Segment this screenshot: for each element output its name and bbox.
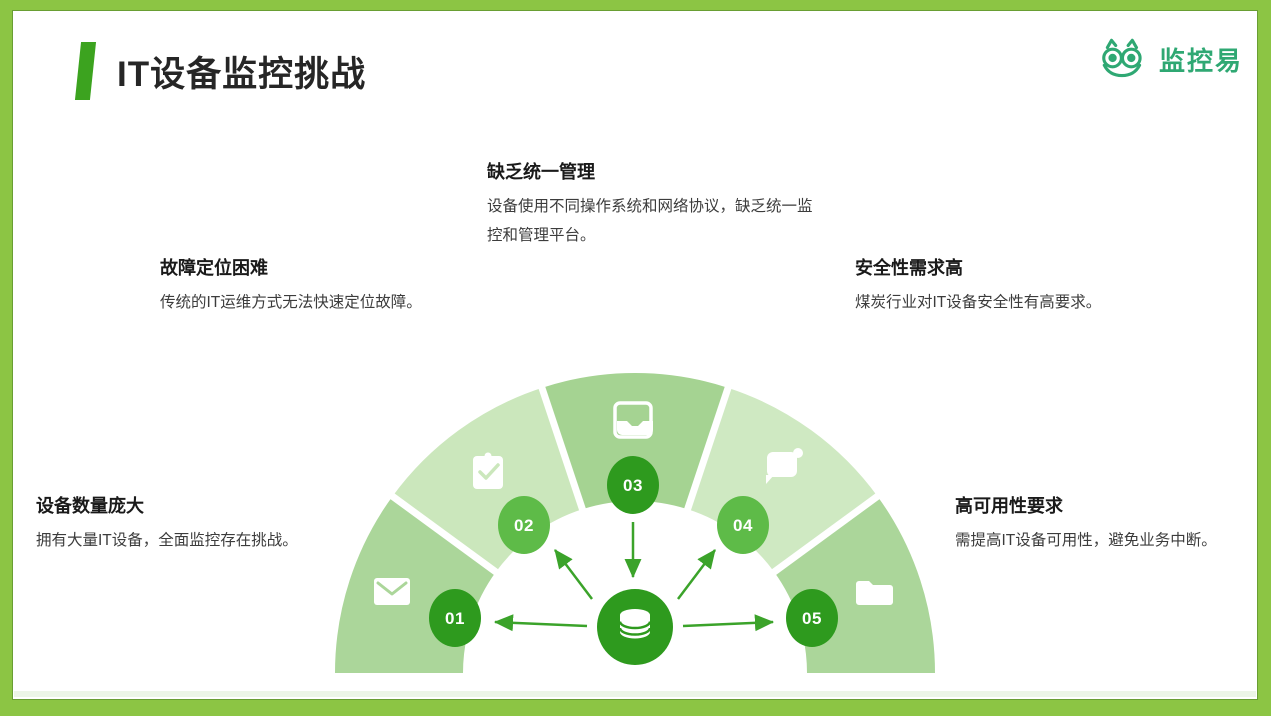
badge-03: 03 xyxy=(607,456,659,514)
wedge-03 xyxy=(542,373,728,510)
svg-text:05: 05 xyxy=(802,609,822,628)
title-accent-bar xyxy=(74,42,97,100)
title-row: IT设备监控挑战 xyxy=(74,42,367,100)
owl-icon xyxy=(1102,38,1142,78)
challenge-title: 故障定位困难 xyxy=(160,258,268,278)
bottom-strip xyxy=(14,691,1256,697)
envelope-icon xyxy=(374,578,410,605)
svg-text:02: 02 xyxy=(514,516,534,535)
svg-text:04: 04 xyxy=(733,516,753,535)
half-donut-diagram: 01 02 03 04 05 xyxy=(335,373,935,673)
challenge-title: 安全性需求高 xyxy=(855,258,963,278)
challenge-desc: 拥有大量IT设备，全面监控存在挑战。 xyxy=(36,532,298,549)
folder-icon xyxy=(856,581,893,605)
badge-04: 04 xyxy=(717,496,769,554)
svg-text:03: 03 xyxy=(623,476,643,495)
challenge-block-unified-management: 缺乏统一管理 设备使用不同操作系统和网络协议，缺乏统一监控和管理平台。 xyxy=(487,158,817,250)
challenge-block-availability: 高可用性要求 需提高IT设备可用性，避免业务中断。 xyxy=(955,492,1255,556)
inbox-tray-icon xyxy=(613,401,653,439)
wedge-dividers xyxy=(385,380,885,578)
challenge-desc: 传统的IT运维方式无法快速定位故障。 xyxy=(160,294,422,311)
badge-01: 01 xyxy=(429,589,481,647)
svg-text:01: 01 xyxy=(445,609,465,628)
challenge-block-device-quantity: 设备数量庞大 拥有大量IT设备，全面监控存在挑战。 xyxy=(36,492,366,556)
database-icon xyxy=(618,609,652,639)
page-title: IT设备监控挑战 xyxy=(117,54,367,94)
challenge-block-security: 安全性需求高 煤炭行业对IT设备安全性有高要求。 xyxy=(855,254,1185,318)
clipboard-check-icon xyxy=(473,452,503,489)
badge-02: 02 xyxy=(498,496,550,554)
brand-logo: 监控易 xyxy=(1097,38,1243,80)
challenge-title: 高可用性要求 xyxy=(955,496,1063,516)
brand-name: 监控易 xyxy=(1158,45,1243,76)
challenge-desc: 设备使用不同操作系统和网络协议，缺乏统一监控和管理平台。 xyxy=(487,198,813,244)
center-node xyxy=(597,589,673,665)
challenge-desc: 需提高IT设备可用性，避免业务中断。 xyxy=(955,532,1217,549)
challenge-title: 缺乏统一管理 xyxy=(487,162,595,182)
challenge-desc: 煤炭行业对IT设备安全性有高要求。 xyxy=(855,294,1102,311)
radial-arrows xyxy=(493,522,775,632)
badge-05: 05 xyxy=(786,589,838,647)
chat-alert-icon xyxy=(766,448,803,484)
challenge-block-fault-location: 故障定位困难 传统的IT运维方式无法快速定位故障。 xyxy=(160,254,490,318)
challenge-title: 设备数量庞大 xyxy=(36,496,144,516)
